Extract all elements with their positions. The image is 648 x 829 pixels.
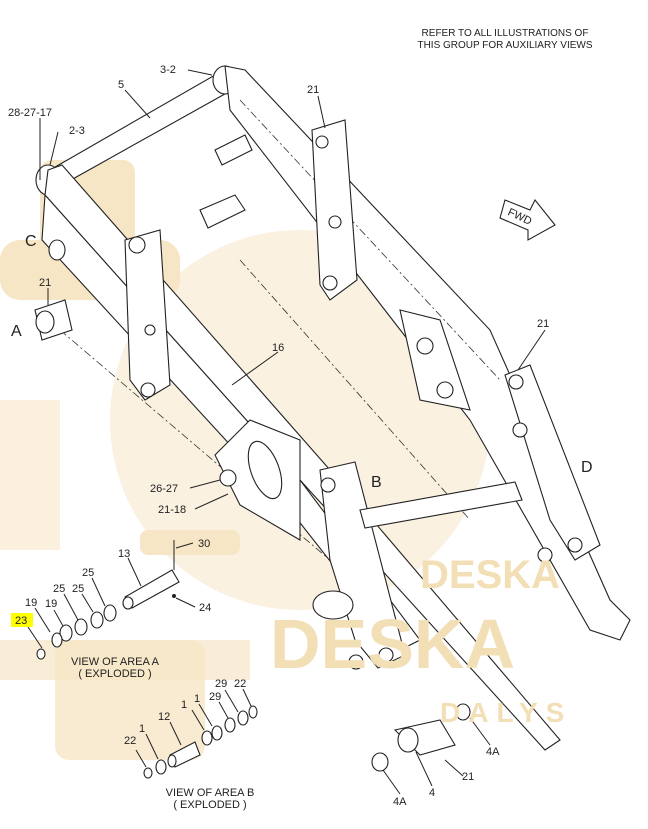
watermark <box>0 160 490 760</box>
view-letter-d: D <box>581 459 593 476</box>
callout-23[interactable]: 23 <box>15 615 27 627</box>
callout-29: 29 <box>209 691 221 703</box>
callout-24: 24 <box>199 602 211 614</box>
watermark-text-2: DESKA <box>420 553 560 597</box>
view-area-a-title: VIEW OF AREA A <box>71 656 160 668</box>
callout-21-18: 21-18 <box>158 504 186 516</box>
callout-1: 1 <box>194 693 200 705</box>
callout-30: 30 <box>198 538 210 550</box>
view-area-a-subtitle: ( EXPLODED ) <box>78 668 151 680</box>
callout-25: 25 <box>82 567 94 579</box>
callout-4: 4 <box>429 787 435 799</box>
callout-13: 13 <box>118 548 130 560</box>
note-line-1: REFER TO ALL ILLUSTRATIONS OF <box>422 28 589 39</box>
callout-labels: 3-2 5 28-27-17 2-3 21 C 21 A 21 16 D B 2… <box>8 64 593 811</box>
callout-19: 19 <box>25 597 37 609</box>
callout-21-top: 21 <box>307 84 319 96</box>
watermark-text: DESKA <box>270 605 515 683</box>
callout-5: 5 <box>118 79 124 91</box>
callout-4a: 4A <box>486 746 500 758</box>
note-line-2: THIS GROUP FOR AUXILIARY VIEWS <box>417 40 592 51</box>
callout-21-right: 21 <box>537 318 549 330</box>
view-letter-c: C <box>25 233 37 250</box>
callout-21-bottom: 21 <box>462 771 474 783</box>
callout-21-left: 21 <box>39 277 51 289</box>
callout-22: 22 <box>124 735 136 747</box>
callout-19: 19 <box>45 598 57 610</box>
callout-1: 1 <box>181 699 187 711</box>
callout-2-3: 2-3 <box>69 125 85 137</box>
callout-26-27: 26-27 <box>150 483 178 495</box>
fwd-arrow-icon: FWD <box>499 198 556 241</box>
callout-25: 25 <box>53 583 65 595</box>
leader-lines <box>27 69 546 795</box>
callout-16: 16 <box>272 342 284 354</box>
watermark-lettering: DESKA DESKA DALYS <box>270 553 572 728</box>
view-area-b-subtitle: ( EXPLODED ) <box>173 799 246 811</box>
view-area-b-title: VIEW OF AREA B <box>166 787 255 799</box>
callout-28-27-17: 28-27-17 <box>8 107 52 119</box>
callout-22: 22 <box>234 678 246 690</box>
callout-12: 12 <box>158 711 170 723</box>
callout-4a: 4A <box>393 796 407 808</box>
loader-linkage-drawing: FWD <box>34 65 631 779</box>
callout-23-highlight <box>11 613 33 627</box>
watermark-text-3: DALYS <box>440 697 572 728</box>
view-letter-b: B <box>371 474 382 491</box>
callout-3-2: 3-2 <box>160 64 176 76</box>
callout-29: 29 <box>215 678 227 690</box>
view-letter-a: A <box>11 323 22 340</box>
callout-25: 25 <box>72 583 84 595</box>
callout-1: 1 <box>139 723 145 735</box>
